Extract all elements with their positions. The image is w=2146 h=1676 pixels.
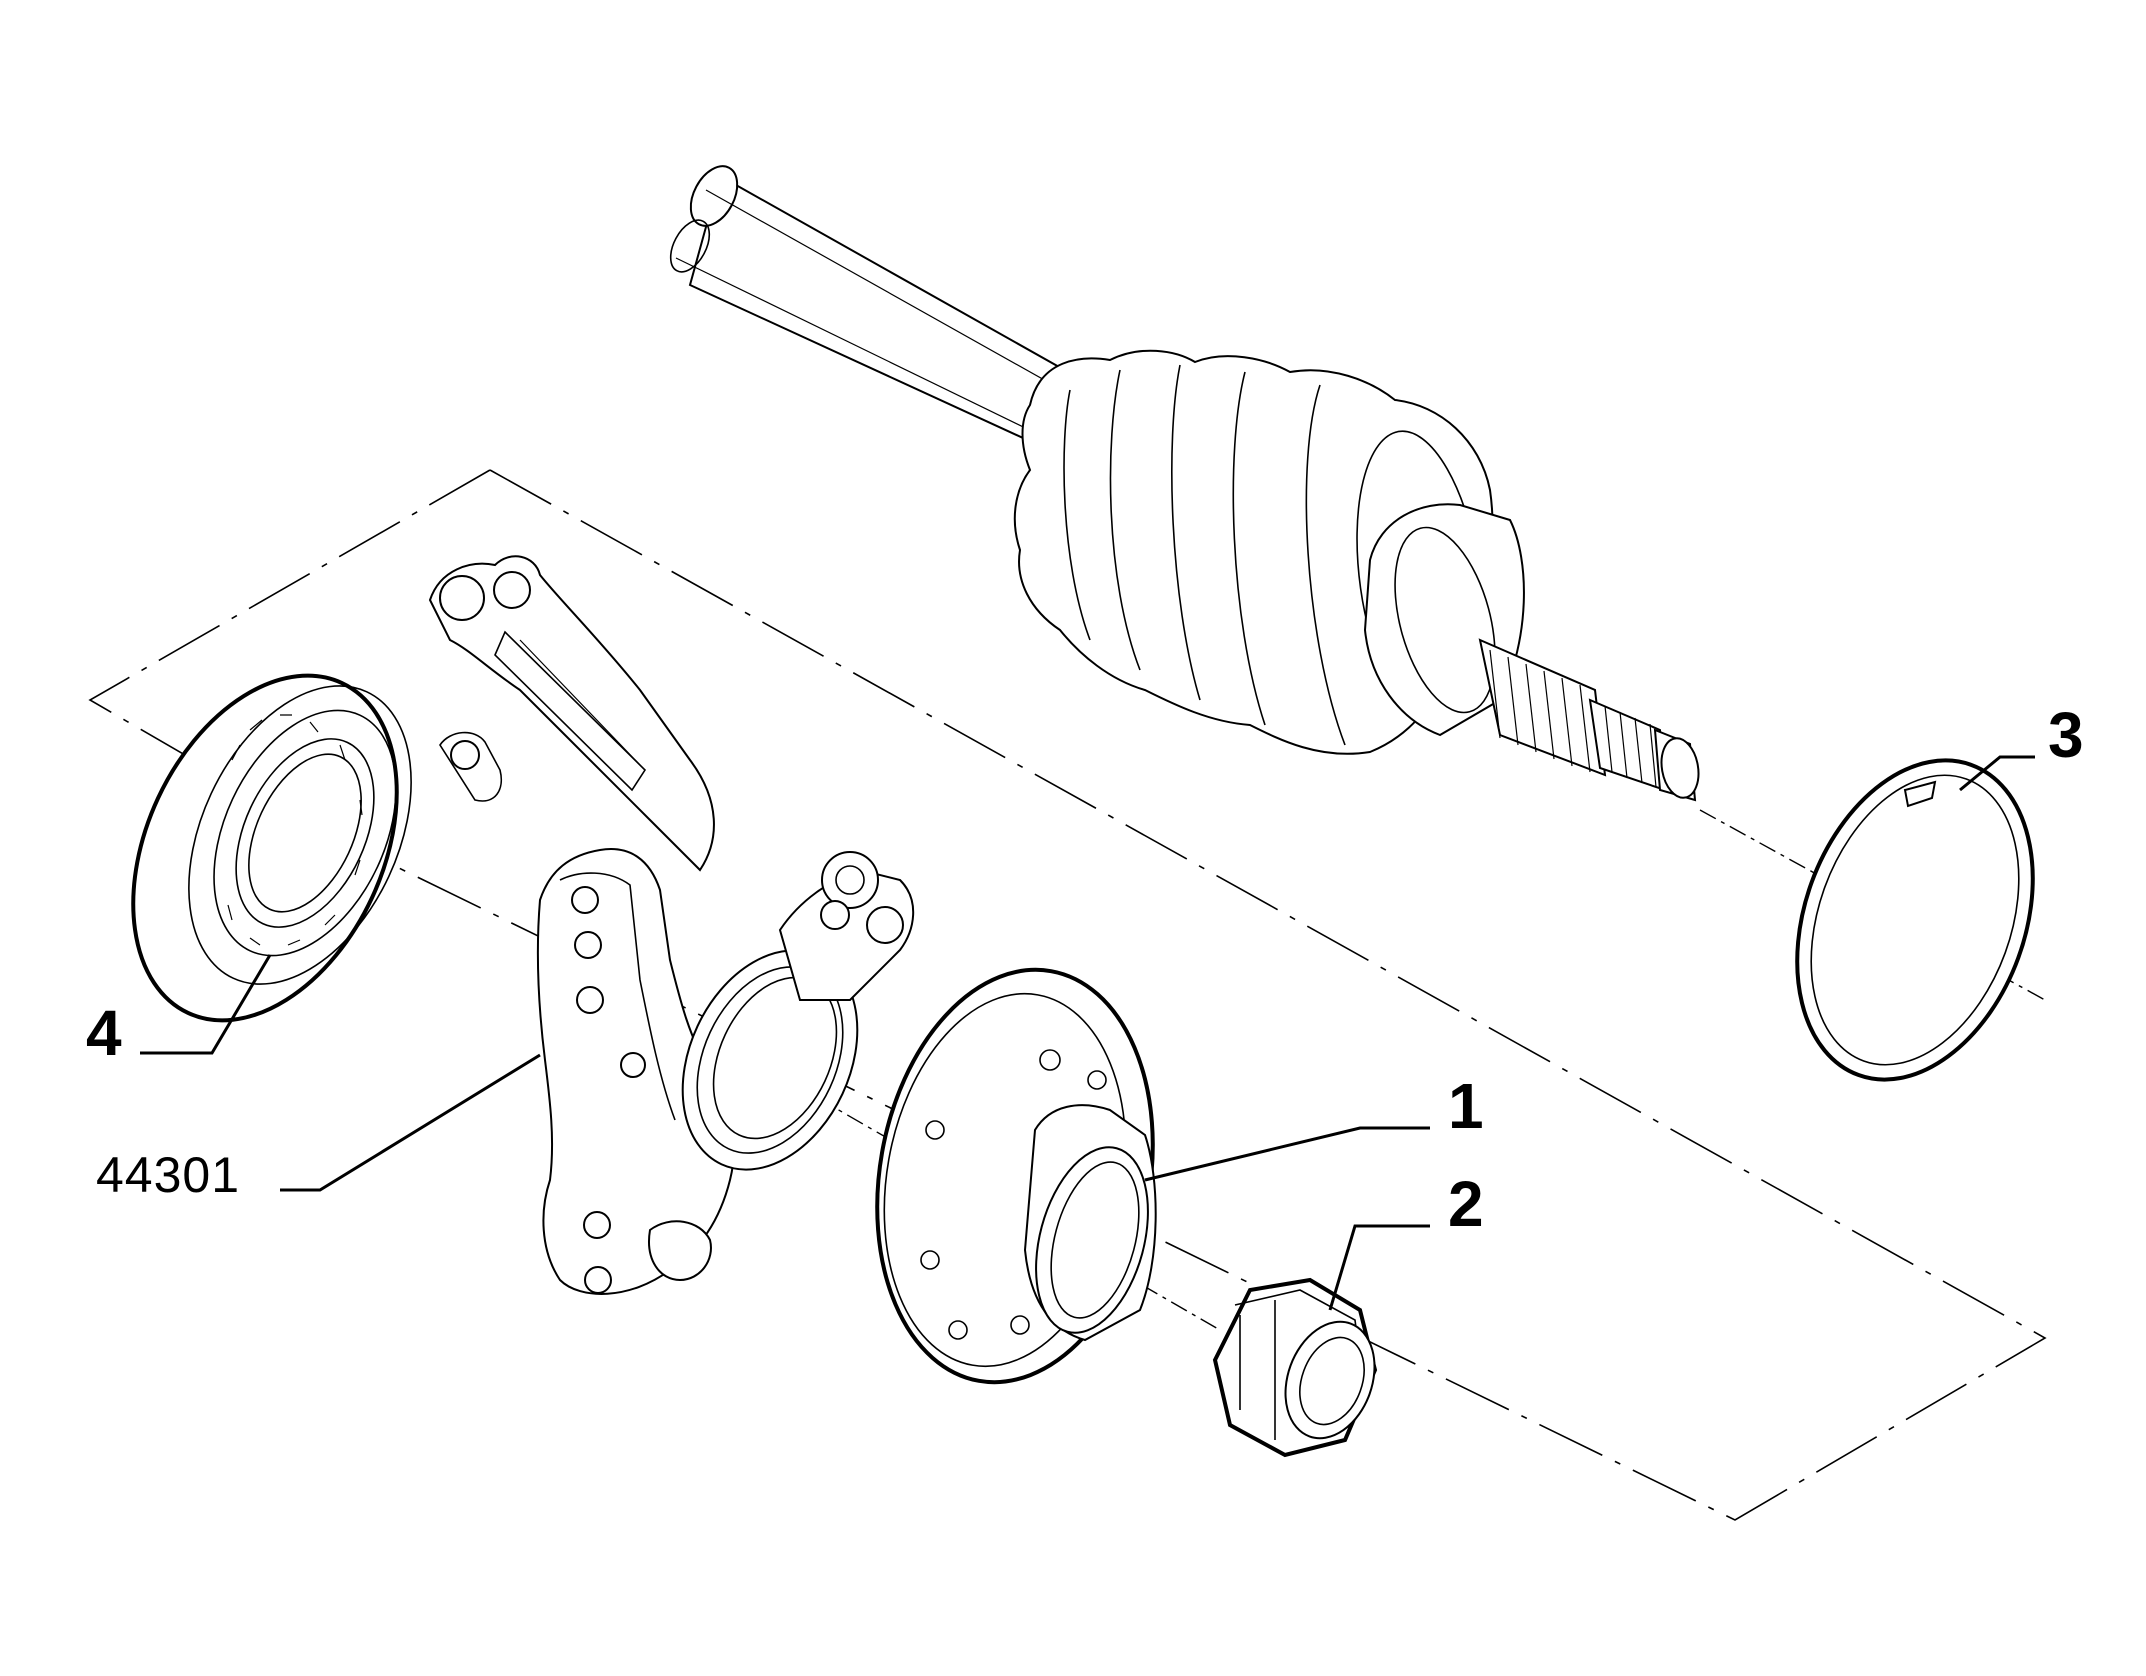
callout-label-2: 2 bbox=[1448, 1168, 1484, 1240]
snap-ring-icon bbox=[1795, 758, 2035, 1082]
callout-label-1: 1 bbox=[1448, 1070, 1484, 1142]
leader-line-44301 bbox=[280, 1053, 541, 1192]
wheel-bearing-icon bbox=[131, 673, 412, 1023]
hub-nut-icon bbox=[1212, 1277, 1378, 1458]
leader-line-3 bbox=[1959, 755, 2035, 792]
drive-shaft-icon bbox=[669, 165, 1700, 802]
leader-line-1 bbox=[1144, 1126, 1430, 1182]
callout-label-44301: 44301 bbox=[96, 1147, 241, 1203]
callout-label-3: 3 bbox=[2048, 699, 2084, 771]
leader-lines bbox=[140, 755, 2035, 1311]
wheel-hub-icon bbox=[875, 967, 1157, 1385]
leader-line-2 bbox=[1328, 1224, 1430, 1311]
steering-knuckle-icon bbox=[428, 555, 915, 1295]
callout-label-4: 4 bbox=[86, 997, 122, 1069]
leader-line-4 bbox=[140, 954, 272, 1055]
